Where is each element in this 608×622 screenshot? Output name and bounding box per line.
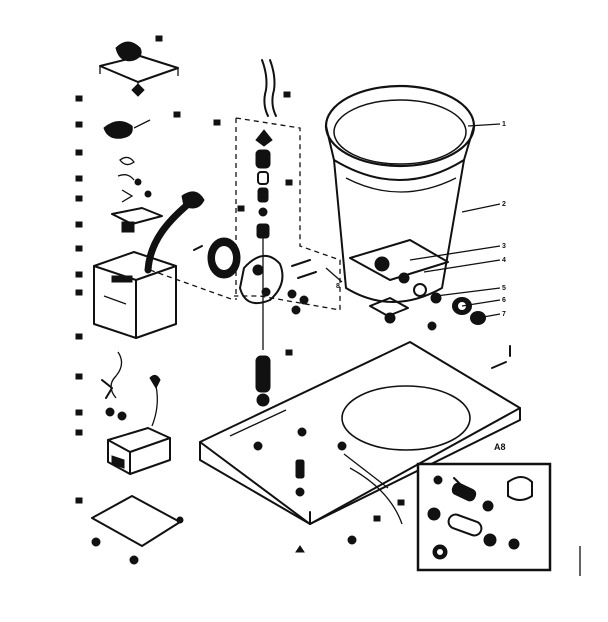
- inset-label: A8: [494, 442, 506, 452]
- valve-bracket: [349, 239, 449, 324]
- control-housing: [93, 251, 177, 339]
- inner-basket: [333, 159, 465, 303]
- power-cord: [144, 191, 205, 274]
- bottom-plate: [91, 495, 184, 565]
- callout-basket: 2: [502, 201, 506, 208]
- base-hardware: [253, 427, 403, 553]
- seal-disc: [193, 237, 241, 279]
- pump-assembly-boundary: [149, 117, 341, 311]
- callout-base: 8: [336, 283, 340, 290]
- pump-housing: [239, 255, 284, 304]
- inset-box: [416, 462, 581, 576]
- motor-capacitor: [105, 407, 171, 475]
- callout-valve-c: 5: [502, 285, 506, 292]
- switch-bracket: [111, 207, 163, 233]
- top-knob-assembly: [99, 41, 179, 97]
- pump-fasteners: [287, 259, 317, 315]
- leveling-foot: [491, 345, 511, 369]
- drain-hose-top: [261, 59, 277, 117]
- spring-clips: [117, 156, 152, 203]
- callout-tub: 1: [502, 121, 506, 128]
- callout-valve-b: 4: [502, 257, 506, 264]
- callout-valve-a: 3: [502, 243, 506, 250]
- left-callout-ticks: [75, 35, 405, 522]
- callout-valve-e: 7: [502, 311, 506, 318]
- wire-harness: [101, 351, 161, 427]
- callout-leaders: [325, 123, 501, 319]
- timer-knob: [103, 119, 151, 139]
- outer-tub: [324, 84, 476, 181]
- callout-valve-d: 6: [502, 297, 506, 304]
